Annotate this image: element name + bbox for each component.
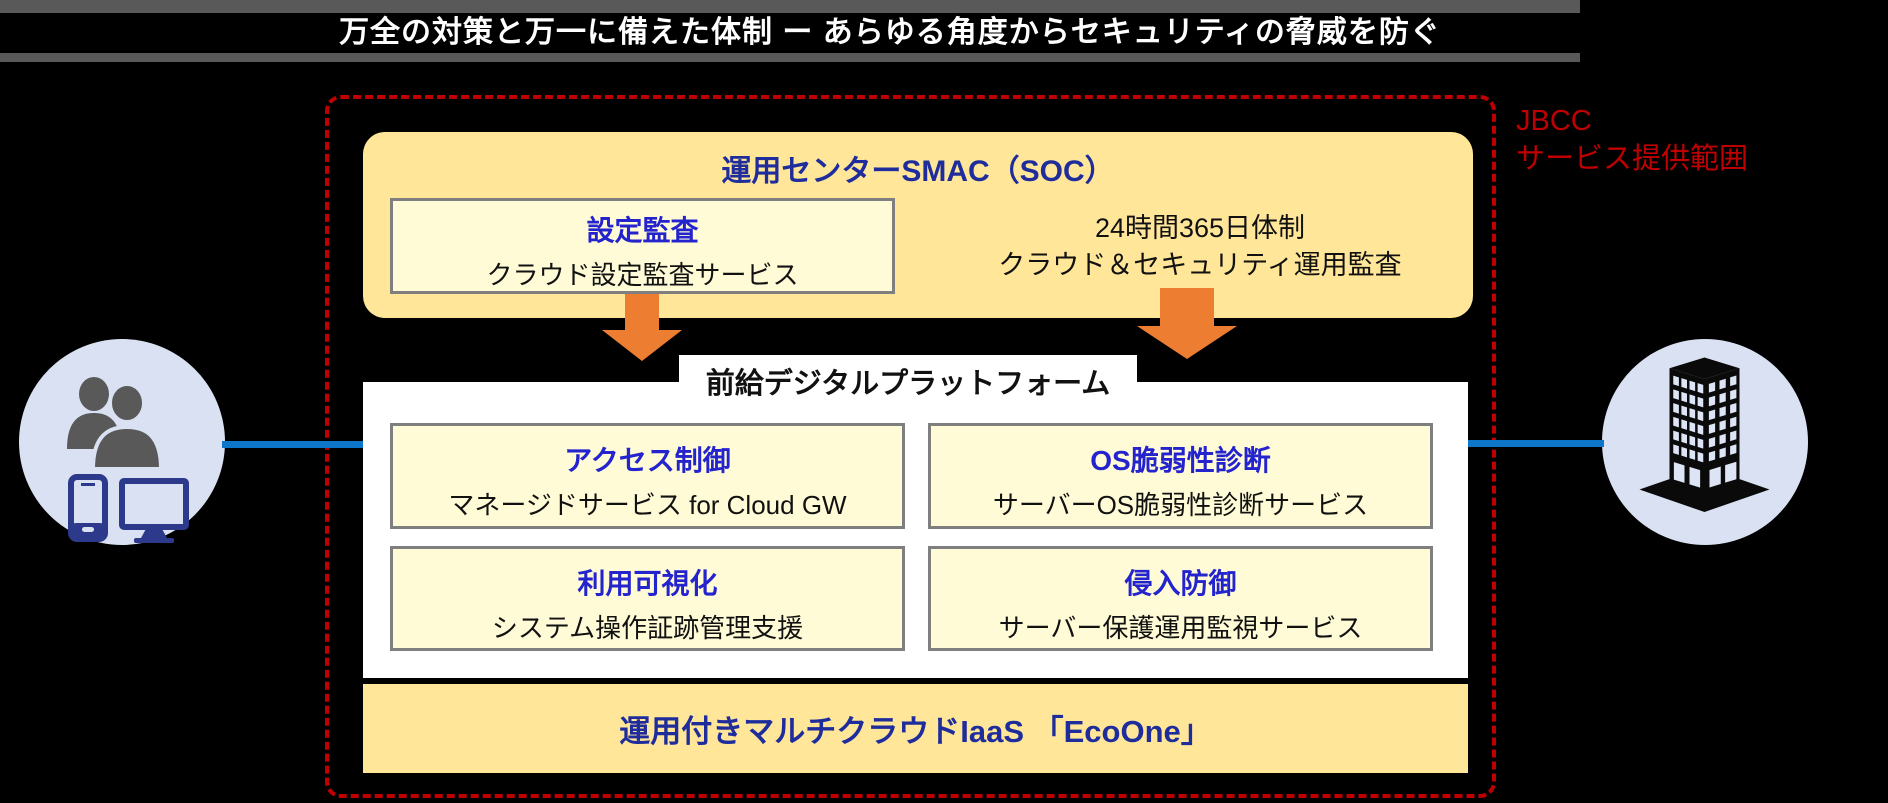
service-subtitle: サーバー保護運用監視サービス [998,613,1363,643]
scope-label-line1: JBCC [1516,105,1592,137]
monitor-icon [119,478,189,543]
service-title: 侵入防御 [1124,568,1237,599]
users-and-devices-icon [67,377,189,543]
jbcc-scope-label: JBCC サービス提供範囲 [1516,102,1748,178]
service-box-intrusion-prevention: 侵入防御 サーバー保護運用監視サービス [928,546,1433,651]
soc-title: 運用センターSMAC（SOC） [721,155,1115,188]
down-arrow-stem [625,294,659,330]
users-icon [67,377,164,471]
service-subtitle: システム操作証跡管理支援 [491,613,804,643]
service-title: 利用可視化 [577,568,718,599]
service-box-usage-visibility: 利用可視化 システム操作証跡管理支援 [390,546,905,651]
service-title: OS脆弱性診断 [1090,445,1271,476]
soc-schedule-line1: 24時間365日体制 [1094,213,1306,243]
service-subtitle: マネージドサービス for Cloud GW [448,490,847,520]
service-title: アクセス制御 [564,445,731,476]
config-audit-subtitle: クラウド設定監査サービス [486,260,799,290]
users-circle [19,339,225,545]
down-arrow-head [602,330,682,361]
company-circle [1602,339,1808,545]
service-subtitle: サーバーOS脆弱性診断サービス [992,490,1369,520]
service-box-access-control: アクセス制御 マネージドサービス for Cloud GW [390,423,905,529]
iaas-title: 運用付きマルチクラウドIaaS 「EcoOne」 [619,714,1212,749]
platform-title-tab [679,355,1137,383]
connector-line-left [222,441,363,448]
smartphone-icon [68,474,108,542]
service-box-os-vulnerability: OS脆弱性診断 サーバーOS脆弱性診断サービス [928,423,1433,529]
iaas-box: 運用付きマルチクラウドIaaS 「EcoOne」 [363,684,1468,773]
config-audit-title: 設定監査 [586,215,699,246]
platform-title: 前給デジタルプラットフォーム [705,368,1111,400]
soc-schedule-text: 24時間365日体制 クラウド＆セキュリティ運用監査 [920,210,1480,284]
connector-line-right [1468,440,1604,447]
title-banner: 万全の対策と万一に備えた体制 ー あらゆる角度からセキュリティの脅威を防ぐ [0,0,1580,62]
page-title: 万全の対策と万一に備えた体制 ー あらゆる角度からセキュリティの脅威を防ぐ [0,13,1580,53]
down-arrow-head [1137,326,1237,359]
building-icon [1639,357,1770,512]
down-arrow-stem [1160,288,1214,326]
config-audit-box: 設定監査 クラウド設定監査サービス [390,198,895,294]
soc-schedule-line2: クラウド＆セキュリティ運用監査 [998,250,1402,280]
scope-label-line2: サービス提供範囲 [1516,143,1749,175]
